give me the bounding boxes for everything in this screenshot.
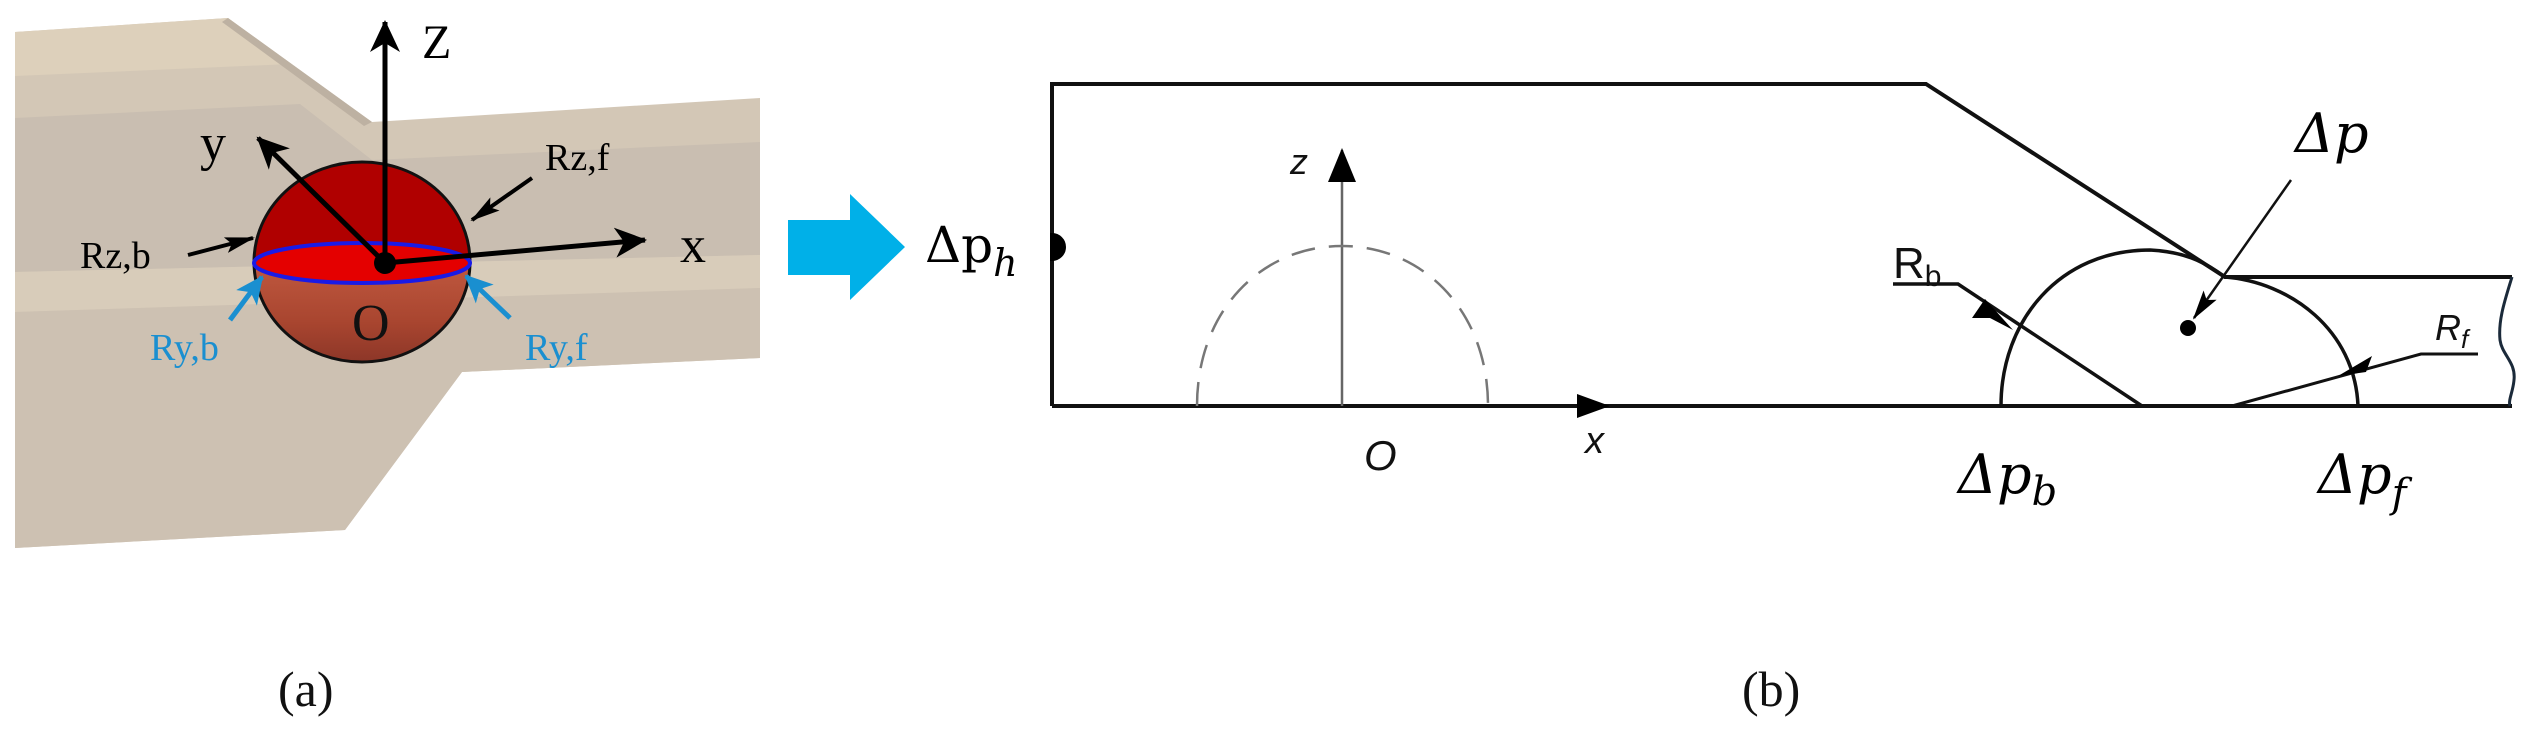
rz-b-arrow <box>187 236 255 257</box>
y-axis-label: y <box>200 115 226 172</box>
channel-outline <box>1050 82 2512 406</box>
channel-band-dark-lower <box>15 288 760 548</box>
break-line <box>2498 276 2516 407</box>
dp-h-label: Δph <box>925 216 1018 285</box>
z-axis-label: z <box>1289 141 1308 182</box>
panel-b-schematic: Δph z O x Δp Rb Rf Δpb Δpf <box>925 82 2516 517</box>
reference-dashed-arc <box>1195 244 1490 407</box>
rf-arrowhead <box>2338 356 2372 376</box>
panel-a-3d-view: Z y x O Rz,f Rz,b Ry,b Ry,f <box>15 16 760 548</box>
panel-b-caption: (b) <box>1742 661 1801 717</box>
z-axis-label: Z <box>422 16 451 69</box>
x-axis-arrow <box>384 227 647 266</box>
ry-b-arrow <box>227 275 265 322</box>
rf-leader <box>2231 352 2478 408</box>
taper-edge <box>222 18 372 126</box>
rb-leader <box>1893 282 2143 408</box>
rz-f-label: Rz,f <box>545 137 610 179</box>
dp-b-label: Δpb <box>1956 443 2057 515</box>
origin-point <box>374 252 396 274</box>
rz-f-arrow <box>470 176 534 222</box>
transition-arrow-icon <box>788 194 905 300</box>
ry-b-label: Ry,b <box>150 327 219 369</box>
rz-b-label: Rz,b <box>80 235 151 277</box>
x-axis-label: x <box>1583 420 1606 462</box>
dp-pointer <box>2192 179 2293 320</box>
dp-point <box>2180 320 2196 336</box>
ry-f-arrow <box>464 274 512 320</box>
ry-f-label: Ry,f <box>525 327 588 369</box>
origin-label: O <box>352 295 390 352</box>
y-axis-arrow <box>256 136 387 265</box>
panel-a-caption: (a) <box>278 661 334 717</box>
x-axis-label: x <box>680 217 706 274</box>
dp-label: Δp <box>2293 102 2369 165</box>
dp-f-label: Δpf <box>2316 443 2413 517</box>
bubble-profile-arc <box>1999 248 2360 407</box>
x-axis-arrowhead <box>1577 394 1610 418</box>
rb-arrowhead <box>1972 299 2013 330</box>
dp-h-marker <box>1050 232 1066 262</box>
rb-label: Rb <box>1893 239 1941 293</box>
origin-label: O <box>1364 432 1397 479</box>
rf-label: Rf <box>2435 307 2471 354</box>
channel-band-light-top <box>15 18 290 76</box>
